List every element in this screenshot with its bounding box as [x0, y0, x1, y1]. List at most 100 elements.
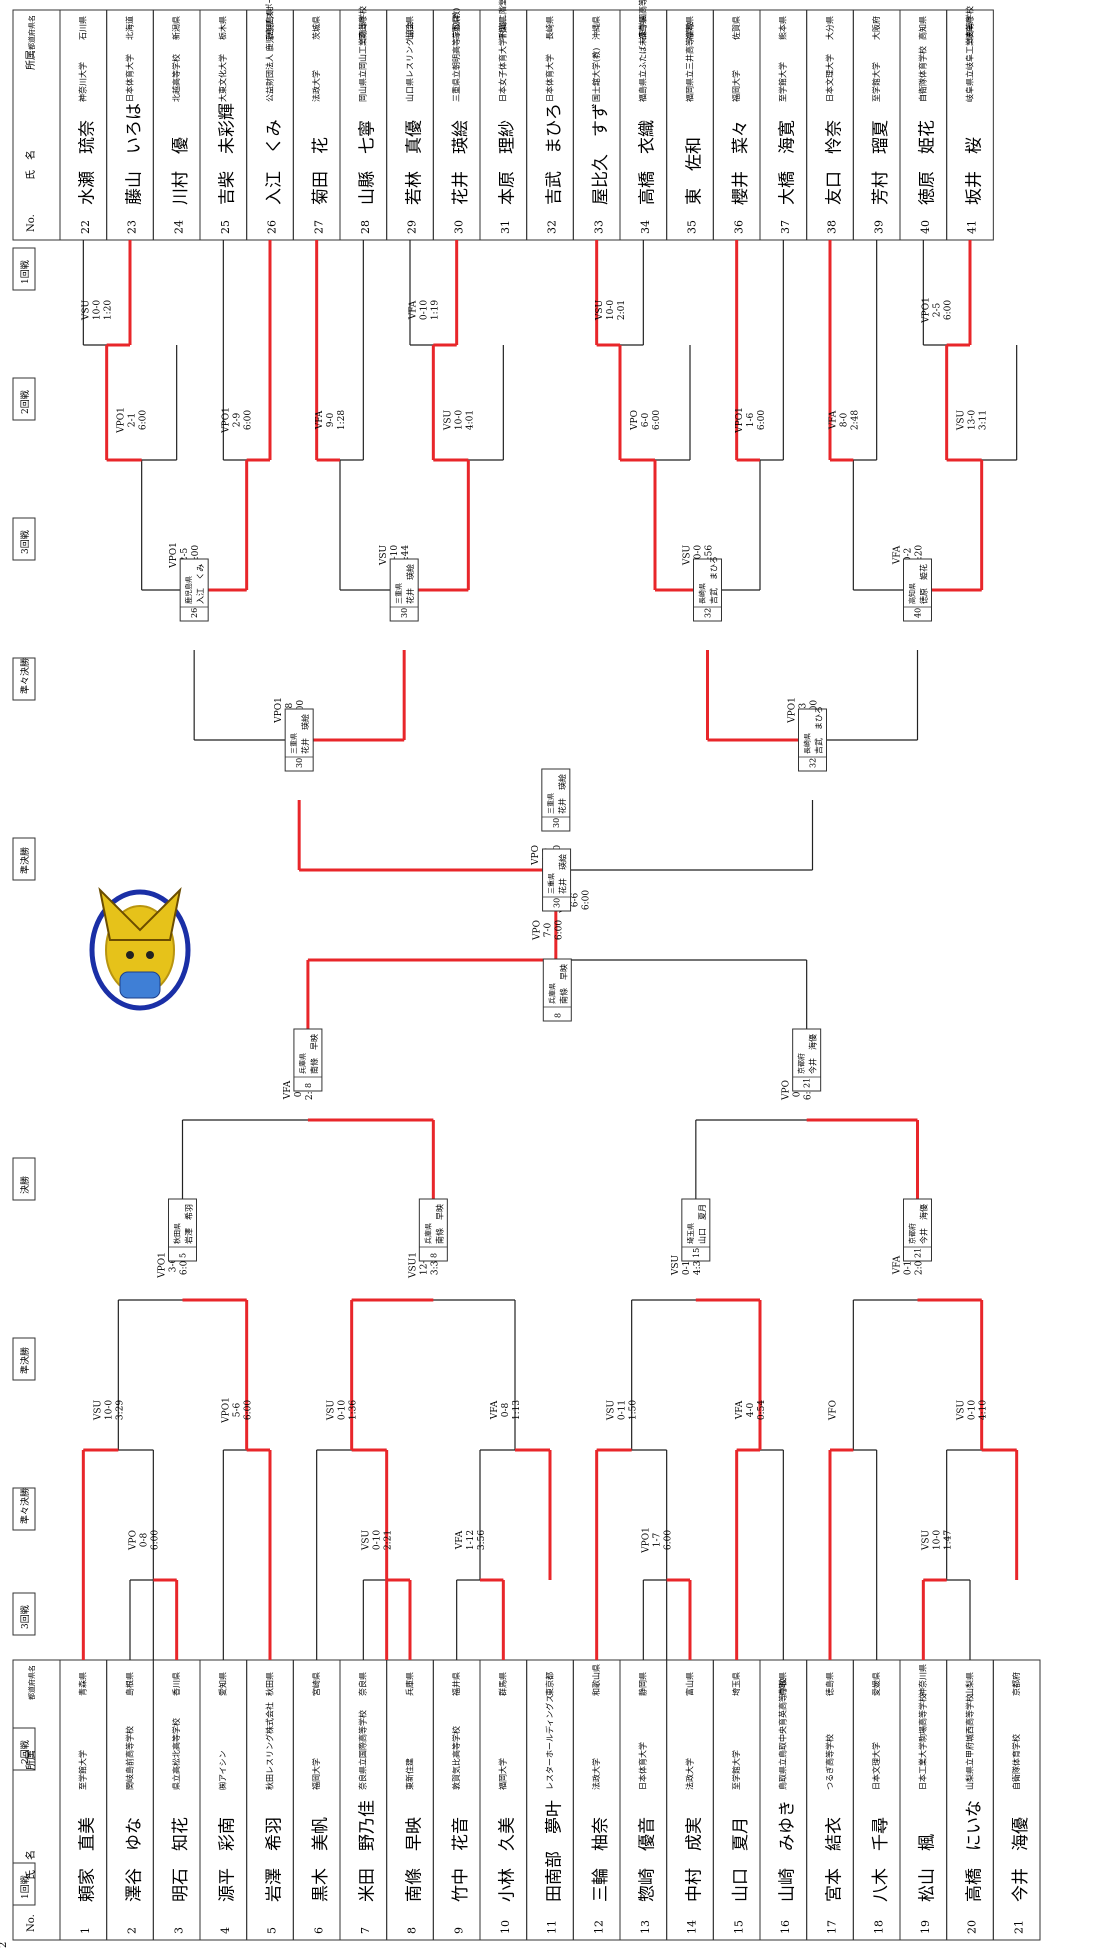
player-affiliation: 山梨県立甲府城西高等学校 [964, 1694, 974, 1790]
winner-box-name: 岩澤 希羽 [184, 1204, 194, 1244]
bracket-lines [83, 240, 1016, 1660]
match-result-t2930_31: 4:01 [465, 410, 475, 430]
winner-box-number: 30 [553, 898, 562, 908]
player-number: 7 [359, 1927, 372, 1934]
table-header-border [13, 10, 60, 240]
player-name: 高橋 衣織 [638, 120, 658, 205]
winner-box-prefecture: 高知県 [908, 583, 917, 604]
winner-box-number: 40 [914, 608, 923, 618]
player-row: 23藤山 いろは日本体育大学北海道 [107, 10, 154, 240]
player-affiliation: 北越高等学校 [171, 54, 181, 102]
player-name: 頼家 直美 [78, 1817, 98, 1902]
player-number: 9 [452, 1927, 465, 1934]
player-number: 40 [919, 220, 932, 234]
player-affiliation: 法政大学 [591, 1758, 601, 1790]
player-affiliation: 至学館大学 [871, 62, 881, 102]
player-row: 24川村 優北越高等学校新潟県 [153, 10, 200, 240]
col-header-prefecture: 都道府県名 [27, 15, 36, 50]
winner-box-name: 今井 海優 [919, 1204, 929, 1244]
winner-box-qf_t4: 40高知県徳原 姫花 [904, 559, 932, 621]
player-row: 38友口 怜奈日本文理大学大分県 [807, 10, 854, 240]
match-result-t3940_41: 3:11 [979, 410, 989, 430]
winner-box-name: 入江 くみ [196, 564, 205, 604]
round-header: 準々決勝 [19, 658, 31, 694]
winner-box-name: 花井 瑛絵 [558, 854, 568, 894]
match-result-t2930_31: VSU [443, 409, 453, 431]
player-name: 三輪 柚奈 [591, 1817, 611, 1902]
player-number: 8 [406, 1927, 419, 1934]
match-result-t27_28: 9-0 [326, 412, 336, 427]
player-affiliation: 福岡大学 [311, 1758, 321, 1790]
player-row: 15山口 夏月至学館大学埼玉県 [713, 1660, 760, 1940]
player-name: 友口 怜奈 [824, 120, 844, 205]
page-number: 2 [0, 1942, 9, 1948]
winner-box-number: 30 [552, 818, 561, 828]
match-result-t_qf_b: VPO1 [788, 697, 798, 724]
player-affiliation: つるぎ高等学校 [824, 1734, 834, 1790]
player-number: 41 [966, 220, 979, 234]
player-name: 田南部 夢叶 [544, 1800, 564, 1902]
player-prefecture: 兵庫県 [404, 1672, 414, 1696]
winner-box-prefecture: 秋田県 [173, 1223, 182, 1244]
match-result-t35_36: VPO1 [735, 407, 745, 434]
player-prefecture: 静岡県 [638, 1672, 648, 1696]
match-result-m_qf_b: VPO [782, 1080, 792, 1101]
match-result-t3940_41: 13-0 [968, 410, 978, 430]
match-result-t35_36: 6:00 [757, 410, 767, 430]
winner-box-number: 21 [803, 1078, 812, 1088]
player-number: 4 [219, 1927, 232, 1934]
player-name: 八木 千尋 [871, 1817, 891, 1902]
match-result-m910_11: VFA [490, 1400, 500, 1420]
player-number: 6 [312, 1927, 325, 1934]
player-prefecture: 京都府 [1011, 1672, 1021, 1696]
round-header: 3回戦 [19, 530, 31, 554]
match-result-m_sf_b: 6:00 [554, 920, 564, 940]
player-prefecture: 長崎県 [544, 16, 554, 40]
winner-boxes: 5秋田県岩澤 希羽8兵庫県南條 早映15埼玉県山口 夏月21京都府今井 海優8兵… [169, 556, 932, 1261]
player-row: 28山縣 七寧岡山県立岡山工業高等学校岡山県 [340, 6, 387, 240]
player-name: 源平 彩南 [218, 1817, 238, 1902]
round-header: 1回戦 [19, 260, 31, 284]
match-result-m1_23: VSU [93, 1399, 103, 1421]
player-name: 南條 早映 [404, 1817, 424, 1902]
match-result-m17_18: VFO [828, 1400, 838, 1421]
winner-box-champ: 30三重県花井 瑛絵 [543, 849, 571, 911]
player-name: 大橋 海寛 [778, 120, 798, 205]
player-prefecture: 香川県 [171, 1672, 181, 1696]
player-prefecture: 石川県 [79, 16, 88, 40]
match-result-t22_2324: VPO1 [117, 407, 127, 434]
match-result-t3940_41: VSU [957, 409, 967, 431]
player-name: 東 佐和 [684, 137, 704, 205]
player-affiliation: 日本体育大学 [638, 1742, 648, 1790]
player-number: 11 [546, 1920, 559, 1934]
player-prefecture: 秋田県 [264, 1672, 274, 1696]
player-affiliation: 敦賀気比高等学校 [451, 1726, 461, 1790]
match-result-m9_10: 1-12 [466, 1530, 476, 1550]
match-result-m12_1314: VSU [607, 1399, 617, 1421]
match-result-final: 6:00 [582, 890, 592, 910]
winner-box-prefecture: 京都府 [908, 1223, 917, 1244]
match-result-m_qf_a: VFA [283, 1080, 293, 1100]
match-result-m2_3: 0-8 [139, 1532, 149, 1547]
winner-box-f_t: 30三重県花井 瑛絵 [542, 769, 570, 831]
player-number: 30 [452, 220, 465, 234]
match-result-m910_11: 1:13 [512, 1400, 522, 1420]
match-result-m15_16: 4-0 [746, 1402, 756, 1417]
player-affiliation: 法政大学 [311, 70, 321, 102]
col-header-name: 氏 名 [24, 150, 37, 180]
match-result-m6_78: 0-10 [338, 1400, 348, 1420]
player-prefecture: 沖縄県 [591, 16, 601, 40]
player-number: 33 [592, 220, 605, 234]
player-row: 5岩澤 希羽秋田レスリング株式会社秋田県 [247, 1660, 294, 1940]
winner-box-name: 吉武 まひろ [814, 706, 824, 754]
winner-box-number: 26 [190, 608, 199, 618]
player-row: 2澤谷 ゆな関岐島前高等学校島根県 [107, 1660, 154, 1940]
round-header: 準決勝 [19, 1347, 31, 1374]
player-number: 13 [639, 1920, 652, 1934]
round-header: 2回戦 [19, 390, 31, 414]
match-result-t29_30: 1:19 [430, 300, 440, 320]
player-number: 18 [872, 1920, 885, 1934]
